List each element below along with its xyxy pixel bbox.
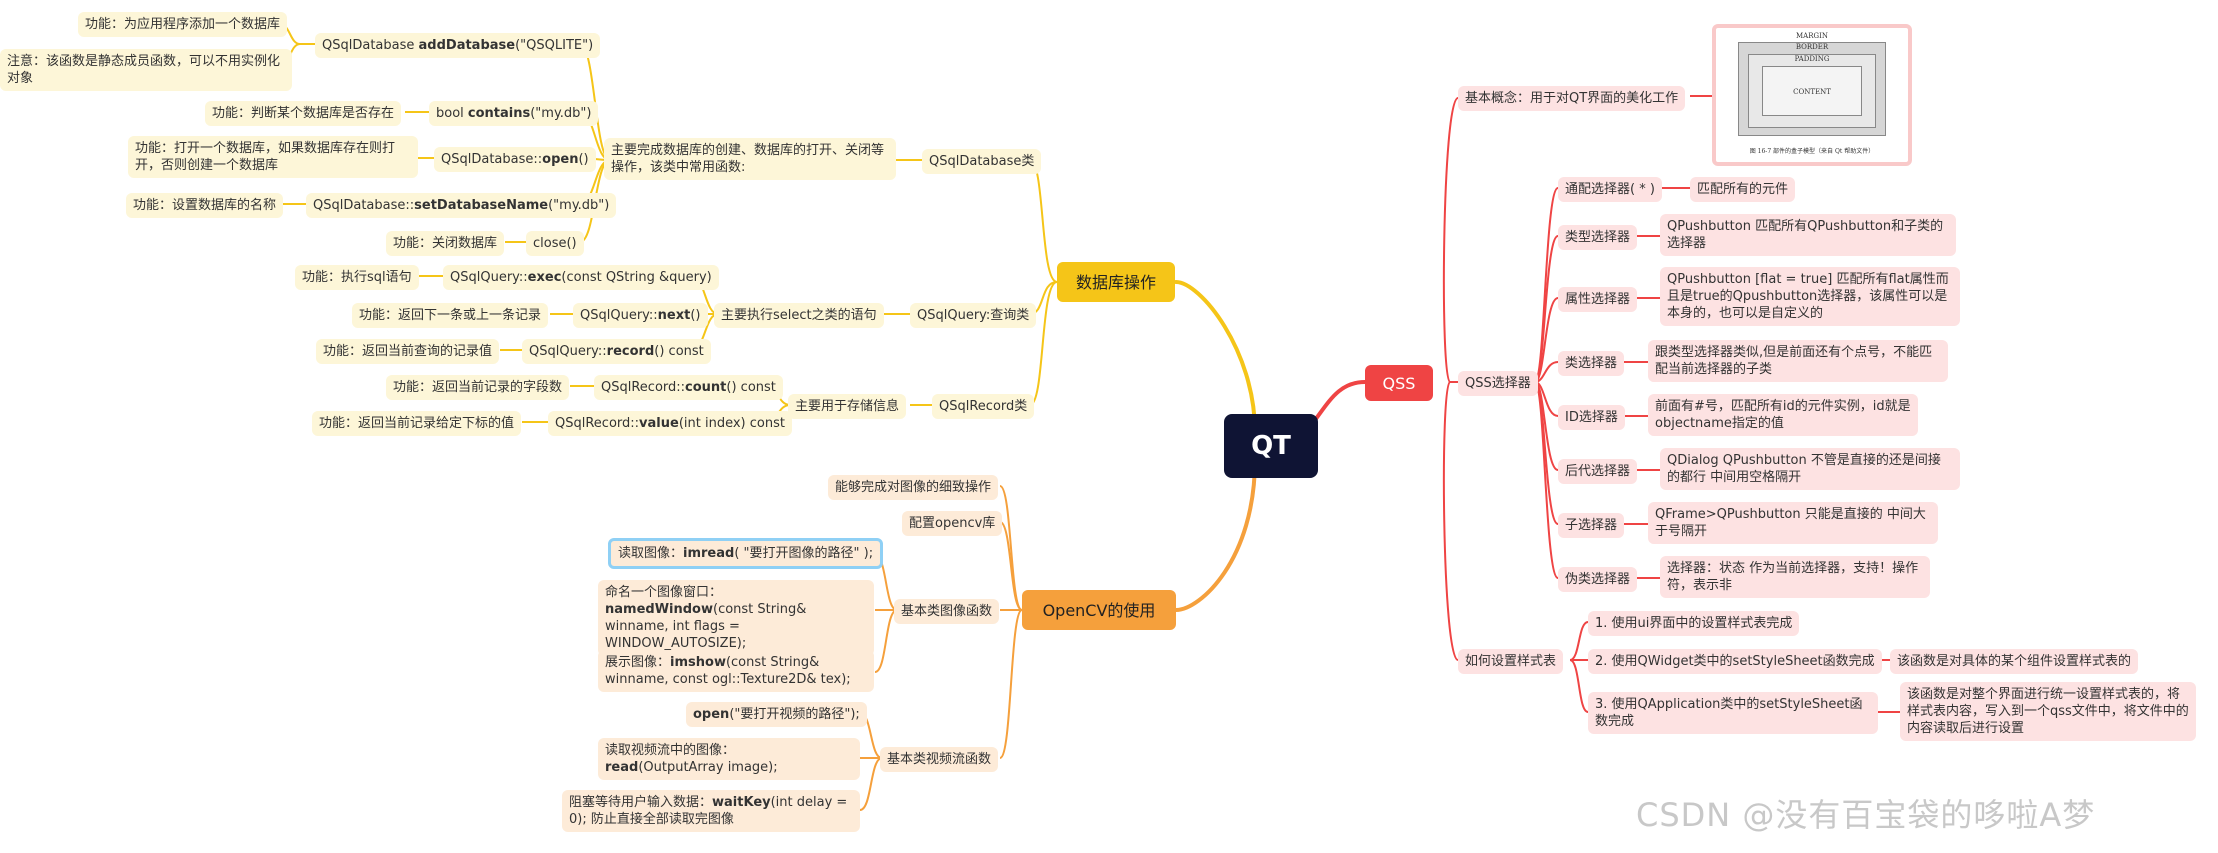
howto-ui[interactable]: 1. 使用ui界面中的设置样式表完成: [1588, 611, 1800, 636]
selector-child-desc[interactable]: QFrame>QPushbutton 只能是直接的 中间大于号隔开: [1648, 502, 1938, 544]
selector-attribute[interactable]: 属性选择器: [1558, 287, 1638, 312]
cv-video-functions[interactable]: 基本类视频流函数: [880, 747, 999, 772]
qss-concept[interactable]: 基本概念：用于对QT界面的美化工作: [1458, 86, 1686, 111]
selector-child[interactable]: 子选择器: [1558, 513, 1625, 538]
note-count[interactable]: 功能：返回当前记录的字段数: [386, 375, 570, 400]
hub-qss[interactable]: QSS: [1365, 365, 1433, 401]
note-adddatabase-static[interactable]: 注意：该函数是静态成员函数，可以不用实例化对象: [0, 49, 292, 91]
cv-image-functions[interactable]: 基本类图像函数: [894, 599, 1000, 624]
box-model-image: MARGIN BORDER PADDING CONTENT 图 16-7 部件的…: [1712, 24, 1912, 166]
note-record[interactable]: 功能：返回当前查询的记录值: [316, 339, 500, 364]
hub-opencv[interactable]: OpenCV的使用: [1022, 590, 1176, 630]
selector-universal[interactable]: 通配选择器( * ): [1558, 177, 1662, 202]
qss-howto[interactable]: 如何设置样式表: [1458, 649, 1564, 674]
box-model-content: CONTENT: [1762, 66, 1862, 116]
func-open-video[interactable]: open("要打开视频的路径");: [686, 702, 867, 727]
root-node-qt[interactable]: QT: [1224, 414, 1318, 478]
note-setdatabasename[interactable]: 功能：设置数据库的名称: [126, 193, 284, 218]
note-adddatabase[interactable]: 功能：为应用程序添加一个数据库: [78, 12, 288, 37]
qss-selectors[interactable]: QSS选择器: [1458, 371, 1538, 396]
note-close[interactable]: 功能：关闭数据库: [386, 231, 505, 256]
func-contains[interactable]: bool contains("my.db"): [429, 101, 599, 126]
howto-qapplication-note[interactable]: 该函数是对整个界面进行统一设置样式表的，将样式表内容，写入到一个qss文件中，将…: [1900, 682, 2196, 741]
func-imshow[interactable]: 展示图像：imshow(const String& winname, const…: [598, 650, 874, 692]
qsqlrecord-desc[interactable]: 主要用于存储信息: [788, 394, 907, 419]
box-model-caption: 图 16-7 部件的盒子模型（来自 Qt 帮助文件）: [1749, 148, 1875, 155]
watermark-csdn: CSDN @没有百宝袋的哆啦A梦: [1636, 796, 2096, 834]
selector-type[interactable]: 类型选择器: [1558, 225, 1638, 250]
note-open[interactable]: 功能：打开一个数据库，如果数据库存在则打开，否则创建一个数据库: [128, 136, 418, 178]
func-adddatabase[interactable]: QSqlDatabase addDatabase("QSQLITE"): [315, 33, 601, 58]
class-qsqldatabase[interactable]: QSqlDatabase类: [922, 149, 1042, 174]
note-value[interactable]: 功能：返回当前记录给定下标的值: [312, 411, 522, 436]
func-read[interactable]: 读取视频流中的图像：read(OutputArray image);: [598, 738, 860, 780]
cv-config[interactable]: 配置opencv库: [902, 511, 1003, 536]
selector-class[interactable]: 类选择器: [1558, 351, 1625, 376]
class-qsqlquery[interactable]: QSqlQuery:查询类: [910, 303, 1037, 328]
func-value[interactable]: QSqlRecord::value(int index) const: [548, 411, 792, 436]
qsqldatabase-desc[interactable]: 主要完成数据库的创建、数据库的打开、关闭等操作，该类中常用函数:: [604, 138, 896, 180]
func-namedwindow[interactable]: 命名一个图像窗口：namedWindow(const String& winna…: [598, 580, 874, 656]
selector-type-desc[interactable]: QPushbutton 匹配所有QPushbutton和子类的选择器: [1660, 214, 1956, 256]
func-setdatabasename[interactable]: QSqlDatabase::setDatabaseName("my.db"): [306, 193, 617, 218]
note-contains[interactable]: 功能：判断某个数据库是否存在: [205, 101, 402, 126]
howto-qapplication[interactable]: 3. 使用QApplication类中的setStyleSheet函数完成: [1588, 692, 1878, 734]
selector-pseudo[interactable]: 伪类选择器: [1558, 567, 1638, 592]
selector-id-desc[interactable]: 前面有#号，匹配所有id的元件实例，id就是objectname指定的值: [1648, 394, 1918, 436]
cv-detail[interactable]: 能够完成对图像的细致操作: [828, 475, 999, 500]
func-close[interactable]: close(): [526, 231, 584, 256]
selector-attribute-desc[interactable]: QPushbutton [flat = true] 匹配所有flat属性而且是t…: [1660, 267, 1960, 326]
howto-qwidget-note[interactable]: 该函数是对具体的某个组件设置样式表的: [1890, 649, 2139, 674]
howto-qwidget[interactable]: 2. 使用QWidget类中的setStyleSheet函数完成: [1588, 649, 1882, 674]
qsqlquery-desc[interactable]: 主要执行select之类的语句: [714, 303, 884, 328]
selector-class-desc[interactable]: 跟类型选择器类似,但是前面还有个点号，不能匹配当前选择器的子类: [1648, 340, 1948, 382]
selector-id[interactable]: ID选择器: [1558, 405, 1625, 430]
func-exec[interactable]: QSqlQuery::exec(const QString &query): [443, 265, 719, 290]
note-exec[interactable]: 功能：执行sql语句: [295, 265, 419, 290]
selector-descendant-desc[interactable]: QDialog QPushbutton 不管是直接的还是间接的都行 中间用空格隔…: [1660, 448, 1960, 490]
class-qsqlrecord[interactable]: QSqlRecord类: [932, 394, 1035, 419]
selector-universal-desc[interactable]: 匹配所有的元件: [1690, 177, 1796, 202]
box-model-margin: MARGIN: [1796, 32, 1828, 40]
selector-descendant[interactable]: 后代选择器: [1558, 459, 1638, 484]
func-waitkey[interactable]: 阻塞等待用户输入数据：waitKey(int delay = 0); 防止直接全…: [562, 790, 860, 832]
func-next[interactable]: QSqlQuery::next(): [573, 303, 708, 328]
func-count[interactable]: QSqlRecord::count() const: [594, 375, 783, 400]
func-record[interactable]: QSqlQuery::record() const: [522, 339, 711, 364]
selector-pseudo-desc[interactable]: 选择器：状态 作为当前选择器，支持！操作符，表示非: [1660, 556, 1930, 598]
note-next[interactable]: 功能：返回下一条或上一条记录: [352, 303, 549, 328]
func-open[interactable]: QSqlDatabase::open(): [434, 147, 596, 172]
hub-database[interactable]: 数据库操作: [1057, 262, 1175, 302]
func-imread[interactable]: 读取图像：imread( "要打开图像的路径" );: [608, 538, 884, 569]
